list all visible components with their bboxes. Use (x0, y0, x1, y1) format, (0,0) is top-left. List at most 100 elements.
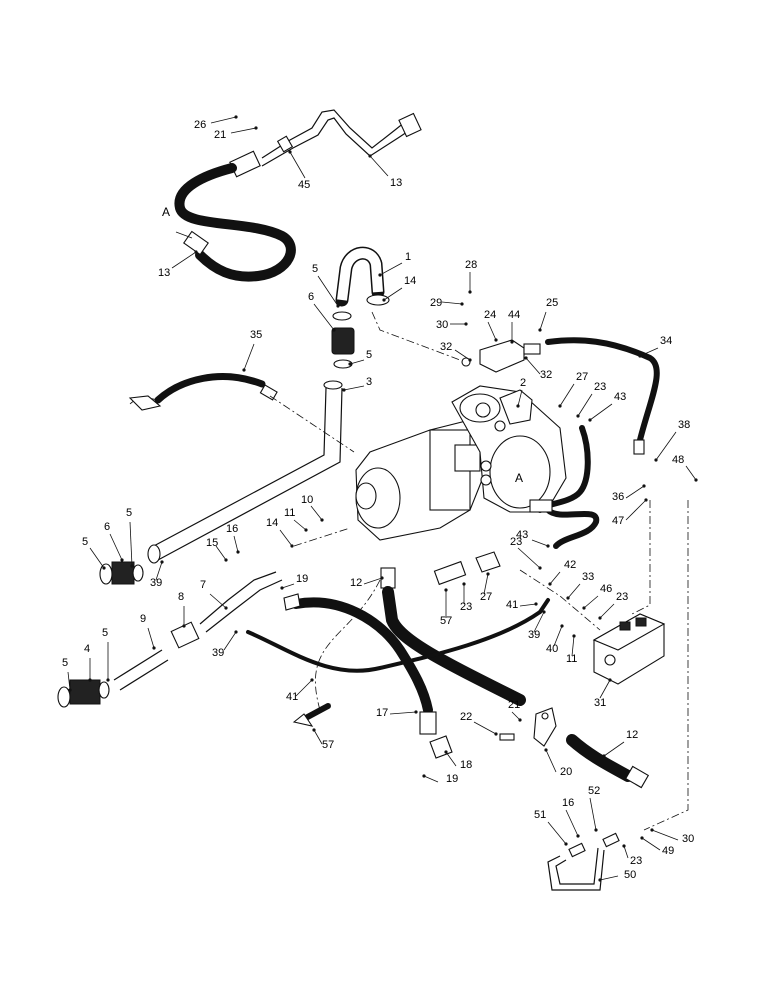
callout-35: 35 (242, 329, 262, 372)
callout-leader (383, 287, 403, 301)
callout-number: 24 (484, 309, 496, 321)
callout-52: 52 (588, 785, 600, 832)
callout-23e: 23 (622, 844, 642, 867)
callout-leader (567, 583, 581, 599)
callout-30b: 30 (650, 828, 694, 845)
callout-16a: 16 (226, 523, 240, 554)
callout-26: 26 (194, 115, 238, 131)
callout-leader (349, 359, 365, 365)
callout-arrowhead (236, 550, 240, 554)
hose-41 (246, 598, 550, 673)
callout-leader (599, 679, 611, 699)
callout-23d: 23 (460, 582, 472, 613)
callout-16b: 16 (562, 797, 580, 838)
callout-arrowhead (642, 484, 646, 488)
callout-arrowhead (130, 564, 134, 568)
callout-number: 32 (440, 341, 452, 353)
callout-number: 57 (322, 739, 334, 751)
callout-leader (599, 875, 619, 881)
callout-20: 20 (544, 748, 572, 778)
callout-arrowhead (638, 354, 642, 358)
callout-1: 1 (378, 251, 411, 277)
callout-number: 21 (214, 129, 226, 141)
callout-arrowhead (538, 328, 542, 332)
callout-number: 42 (564, 559, 576, 571)
callout-number: 13 (158, 267, 170, 279)
callout-leader (215, 545, 227, 561)
callout-48: 48 (672, 454, 698, 482)
callout-number: 23 (460, 601, 472, 613)
callout-leader (517, 389, 523, 407)
assembly-centerlines (269, 311, 689, 831)
callout-39b: 39 (528, 610, 546, 641)
callout-19a: 19 (280, 573, 308, 590)
callout-leader (293, 519, 307, 531)
callout-50: 50 (598, 869, 636, 882)
callout-number: 14 (266, 517, 278, 529)
callout-43a: 43 (588, 391, 626, 422)
callout-arrowhead (342, 388, 346, 392)
callout-arrowhead (462, 582, 466, 586)
callout-24: 24 (484, 309, 498, 342)
callout-leader (369, 155, 389, 177)
callout-12a: 12 (350, 576, 384, 589)
callout-arrowhead (546, 544, 550, 548)
callout-leader (171, 251, 197, 269)
callout-number: 5 (312, 263, 318, 275)
callout-leader (571, 635, 575, 657)
callout-arrowhead (650, 828, 654, 832)
callout-leader (623, 845, 629, 859)
callout-45: 45 (288, 150, 310, 191)
callout-leader (313, 303, 335, 331)
callout-arrowhead (102, 566, 106, 570)
callout-30a: 30 (436, 319, 468, 331)
callout-57a: 57 (440, 588, 452, 627)
callout-33: 33 (566, 571, 594, 600)
callout-arrowhead (234, 115, 238, 119)
callout-arrowhead (576, 834, 580, 838)
callout-leader (441, 301, 463, 305)
callout-leader (209, 593, 227, 609)
callout-arrowhead (644, 498, 648, 502)
callout-number: 27 (480, 591, 492, 603)
callout-38: 38 (654, 419, 690, 462)
callout-5e: 5 (102, 627, 110, 682)
callout-arrowhead (460, 302, 464, 306)
callout-13b: 13 (158, 250, 198, 279)
callout-5d: 5 (82, 536, 106, 570)
callout-9: 9 (140, 613, 156, 650)
callout-arrowhead (234, 630, 238, 634)
callout-number: 19 (446, 773, 458, 785)
callout-leader (310, 505, 323, 521)
callout-leader (473, 721, 497, 735)
callout-number: 2 (520, 377, 526, 389)
callout-number: 15 (206, 537, 218, 549)
callout-leader (379, 262, 403, 276)
callout-21a: 21 (214, 126, 258, 141)
callout-leader (230, 127, 257, 134)
callout-number: 5 (102, 627, 108, 639)
callout-arrowhead (288, 150, 292, 154)
callout-arrowhead (560, 624, 564, 628)
callout-arrowhead (518, 718, 522, 722)
callout-number: 39 (150, 577, 162, 589)
valve-block-24 (461, 337, 660, 455)
callout-arrowhead (444, 588, 448, 592)
callout-leader (519, 603, 537, 607)
callout-arrowhead (594, 828, 598, 832)
callout-21b: 21 (508, 699, 522, 722)
callout-arrowhead (304, 528, 308, 532)
callout-number: 27 (576, 371, 588, 383)
callout-arrowhead (68, 688, 72, 692)
callout-5a: 5 (312, 263, 340, 308)
callout-25: 25 (538, 297, 558, 332)
callout-number: 46 (600, 583, 612, 595)
callout-leader (109, 533, 123, 561)
callout-arrowhead (444, 750, 448, 754)
callout-number: 18 (460, 759, 472, 771)
callout-leader (155, 561, 163, 581)
callout-34: 34 (638, 335, 672, 358)
callout-5f: 5 (62, 657, 72, 692)
callout-number: 10 (301, 494, 313, 506)
